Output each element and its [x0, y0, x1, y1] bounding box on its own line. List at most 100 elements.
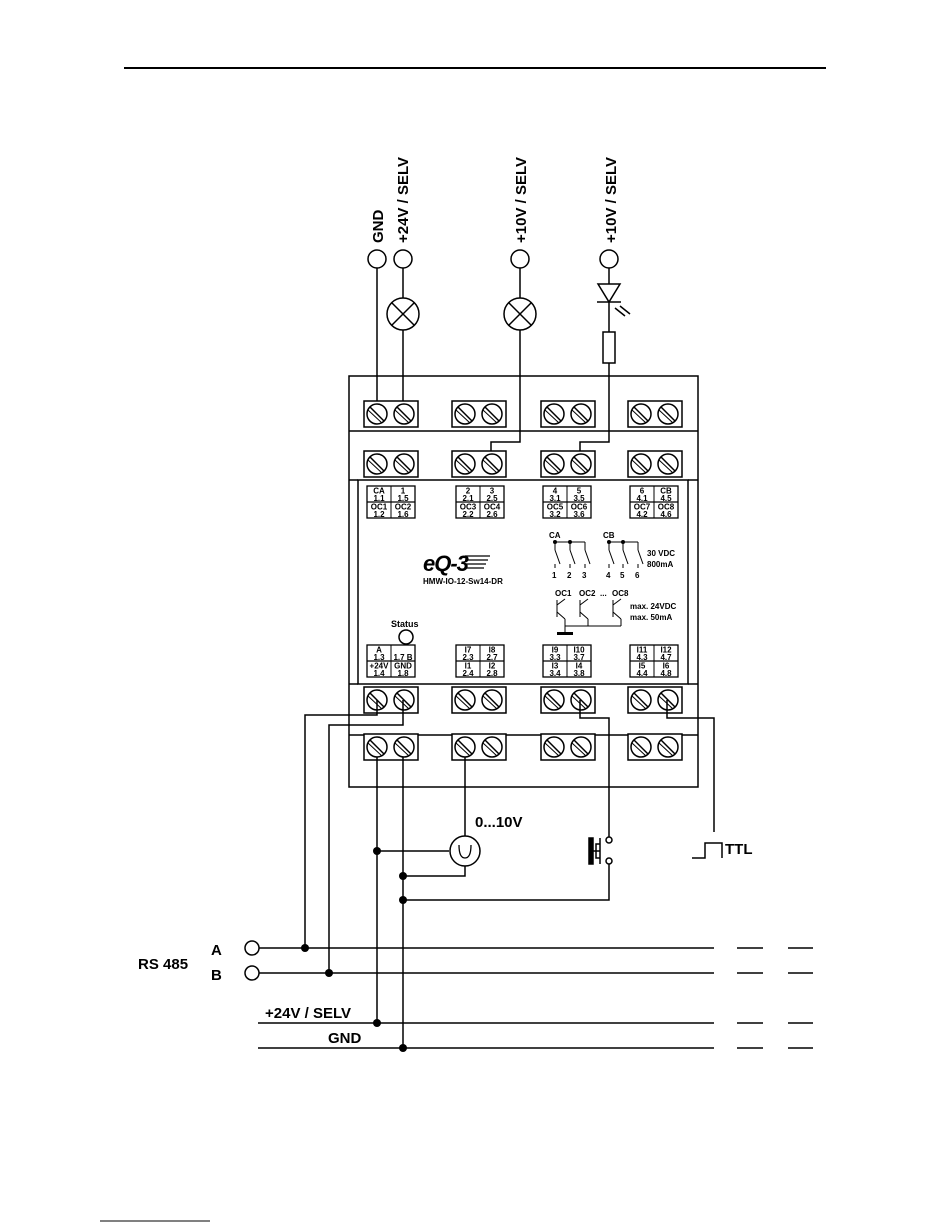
terminal-number: 3.6: [573, 510, 585, 519]
terminal-label: I7: [465, 646, 472, 655]
plus24-selv-label: +24V / SELV: [395, 157, 412, 243]
plus24-terminal-circle: [393, 249, 413, 269]
screw-terminal-pair-icon: [363, 400, 419, 428]
terminal-number: 1.4: [373, 669, 385, 678]
rs485-b-label: B: [211, 967, 222, 984]
terminal-number: 2.4: [462, 669, 474, 678]
terminal-label: OC2: [395, 503, 412, 512]
terminal-number: 2.7: [486, 653, 498, 662]
lamp-icon: [503, 297, 537, 331]
screw-terminals: [363, 400, 683, 761]
terminal-label: OC8: [658, 503, 675, 512]
terminal-number: 3.3: [549, 653, 561, 662]
pushbutton-icon: [588, 836, 613, 865]
lamp-icon: [386, 297, 420, 331]
screw-terminal-pair-icon: [451, 733, 507, 761]
relay-num-4: 4: [606, 571, 611, 580]
ttl-pulse-icon: [692, 842, 723, 859]
gnd-terminal-circle: [367, 249, 387, 269]
oc8-label: OC8: [612, 589, 629, 598]
terminal-number: 4.3: [636, 653, 648, 662]
rs485-a-label: A: [211, 942, 222, 959]
relay-rating-voltage: 30 VDC: [647, 549, 675, 558]
screw-terminal-pair-icon: [627, 450, 683, 478]
terminal-label: I8: [489, 646, 496, 655]
terminal-label: GND: [394, 662, 412, 671]
oc-ellipsis: ...: [600, 589, 607, 598]
screw-terminal-pair-icon: [540, 450, 596, 478]
terminal-number: 2.6: [486, 510, 498, 519]
terminal-number: 4.5: [660, 494, 672, 503]
relay-num-3: 3: [582, 571, 587, 580]
svg-text:eQ-3: eQ-3: [423, 551, 469, 576]
terminal-number: 3.4: [549, 669, 561, 678]
screw-terminal-pair-icon: [540, 733, 596, 761]
relay-num-5: 5: [620, 571, 625, 580]
screw-terminal-pair-icon: [451, 400, 507, 428]
screw-terminal-pair-icon: [627, 733, 683, 761]
terminal-number: 1.6: [397, 510, 409, 519]
terminal-number: 4.2: [636, 510, 648, 519]
screw-terminal-pair-icon: [627, 686, 683, 714]
analog-range-label: 0...10V: [475, 814, 523, 831]
plus10-terminal-circle-a: [510, 249, 530, 269]
oc-rating-voltage: max. 24VDC: [630, 602, 676, 611]
supply-label: +24V / SELV: [265, 1005, 351, 1022]
terminal-label: I12: [660, 646, 672, 655]
screw-terminal-pair-icon: [540, 686, 596, 714]
terminal-number: 2.3: [462, 653, 474, 662]
gnd-label: GND: [370, 210, 387, 244]
plus10-selv-label-a: +10V / SELV: [513, 157, 530, 243]
screw-terminal-pair-icon: [363, 733, 419, 761]
terminal-number: 3.7: [573, 653, 585, 662]
terminal-label: OC6: [571, 503, 588, 512]
plus10-terminal-circle-b: [599, 249, 619, 269]
relay-num-6: 6: [635, 571, 640, 580]
terminal-label: OC1: [371, 503, 388, 512]
terminal-number: 1.7 B: [393, 653, 412, 662]
terminal-label: 5: [577, 487, 582, 496]
terminal-label: CA: [373, 487, 385, 496]
terminal-number: 3.5: [573, 494, 585, 503]
terminal-number: 3.2: [549, 510, 561, 519]
terminal-label: 4: [553, 487, 558, 496]
voltage-source-icon: [449, 835, 481, 867]
terminal-number: 3.1: [549, 494, 561, 503]
terminal-label: CB: [660, 487, 672, 496]
terminal-number: 4.1: [636, 494, 648, 503]
terminal-label: OC4: [484, 503, 501, 512]
terminal-number: 1.5: [397, 494, 409, 503]
led-icon: [596, 283, 631, 317]
relay-rating-current: 800mA: [647, 560, 673, 569]
upper-terminal-labels: CA1.111.5OC11.2OC21.622.132.5OC32.2OC42.…: [366, 485, 679, 519]
wire-junctions: [301, 847, 407, 1052]
terminal-number: 2.2: [462, 510, 474, 519]
screw-terminal-pair-icon: [451, 686, 507, 714]
gnd-bus-label: GND: [328, 1030, 362, 1047]
terminal-number: 4.7: [660, 653, 672, 662]
terminal-number: 4.6: [660, 510, 672, 519]
terminal-number: 1.2: [373, 510, 385, 519]
terminal-number: 4.8: [660, 669, 672, 678]
terminal-label: A: [376, 646, 382, 655]
terminal-number: 1.3: [373, 653, 385, 662]
rs485-label: RS 485: [138, 956, 188, 973]
terminal-number: 2.1: [462, 494, 474, 503]
oc-rating-current: max. 50mA: [630, 613, 672, 622]
relay-contacts-symbol: [554, 541, 644, 568]
oc2-label: OC2: [579, 589, 596, 598]
plus10-selv-label-b: +10V / SELV: [603, 157, 620, 243]
terminal-label: 6: [640, 487, 645, 496]
terminal-number: 1.1: [373, 494, 385, 503]
relay-cb-label: CB: [603, 531, 615, 540]
relay-num-2: 2: [567, 571, 572, 580]
